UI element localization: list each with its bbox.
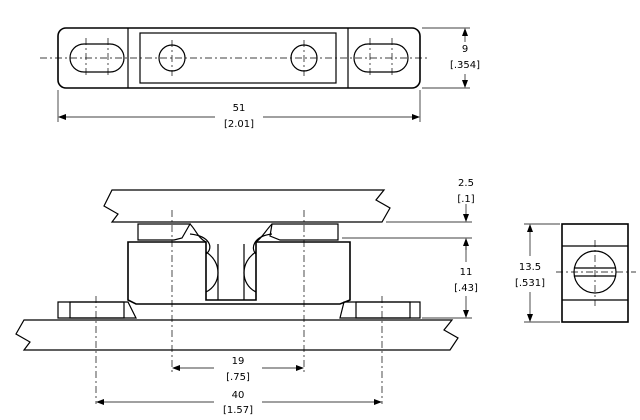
dim-40-in: [1.57] xyxy=(223,405,253,416)
side-view xyxy=(556,223,636,323)
dim-19-in: [.75] xyxy=(226,372,250,383)
dim-19-mm: 19 xyxy=(232,356,245,367)
dim-11-in: [.43] xyxy=(454,283,478,294)
height-dimension-top: 9 [.354] xyxy=(422,27,480,89)
dim-2-5-mm: 2.5 xyxy=(458,178,474,189)
gap-dimension: 2.5 [.1] xyxy=(342,178,475,250)
dim-2-5-in: [.1] xyxy=(457,194,474,205)
catch-body xyxy=(127,241,351,305)
dim-40-mm: 40 xyxy=(232,390,245,401)
side-view-outline xyxy=(561,223,629,323)
door-panel xyxy=(103,189,391,223)
dim-13-5-in: [.531] xyxy=(515,278,545,289)
dim-51-mm: 51 xyxy=(233,103,246,114)
dim-9-in: [.354] xyxy=(450,60,480,71)
side-height-dimension: 13.5 [.531] xyxy=(515,223,560,323)
length-dimension-top: 51 [2.01] xyxy=(57,90,421,130)
section-view xyxy=(15,189,459,404)
right-slot xyxy=(353,43,409,73)
body-height-dimension: 11 [.43] xyxy=(422,240,478,319)
dim-13-5-mm: 13.5 xyxy=(519,262,541,273)
top-view xyxy=(40,27,430,89)
dim-9-mm: 9 xyxy=(462,44,468,55)
outer-spacing-dimension: 40 [1.57] xyxy=(96,390,382,416)
dim-51-in: [2.01] xyxy=(224,119,254,130)
cabinet-frame xyxy=(15,319,459,351)
inner-spacing-dimension: 19 [.75] xyxy=(172,356,304,383)
dim-11-mm: 11 xyxy=(460,267,473,278)
